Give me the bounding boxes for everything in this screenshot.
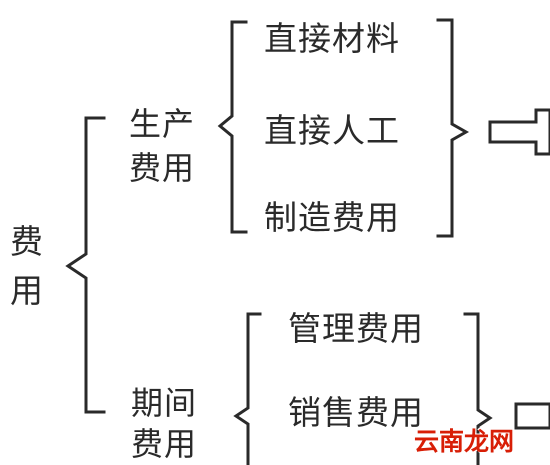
period-label-line1: 期间 <box>131 384 198 422</box>
item-direct-materials: 直接材料 <box>264 19 400 58</box>
period-label-line2: 费用 <box>131 425 198 463</box>
item-manufacturing-overhead: 制造费用 <box>264 198 400 237</box>
period-brace <box>233 312 262 465</box>
arrow-right-icon <box>488 108 550 156</box>
root-label-line2: 用 <box>10 271 44 310</box>
production-label-line2: 费用 <box>129 149 196 187</box>
production-right-bracket <box>436 18 470 238</box>
production-label-line1: 生产 <box>129 105 196 143</box>
production-brace <box>217 20 248 234</box>
period-right-bracket <box>463 312 493 465</box>
item-administrative-expenses: 管理费用 <box>288 309 424 348</box>
arrow-right-icon <box>514 402 550 430</box>
root-brace <box>65 116 106 414</box>
item-direct-labor: 直接人工 <box>264 111 400 150</box>
item-selling-expenses: 销售费用 <box>288 393 424 432</box>
watermark: 云南龙网 <box>414 427 515 456</box>
root-label-line1: 费 <box>10 222 44 261</box>
